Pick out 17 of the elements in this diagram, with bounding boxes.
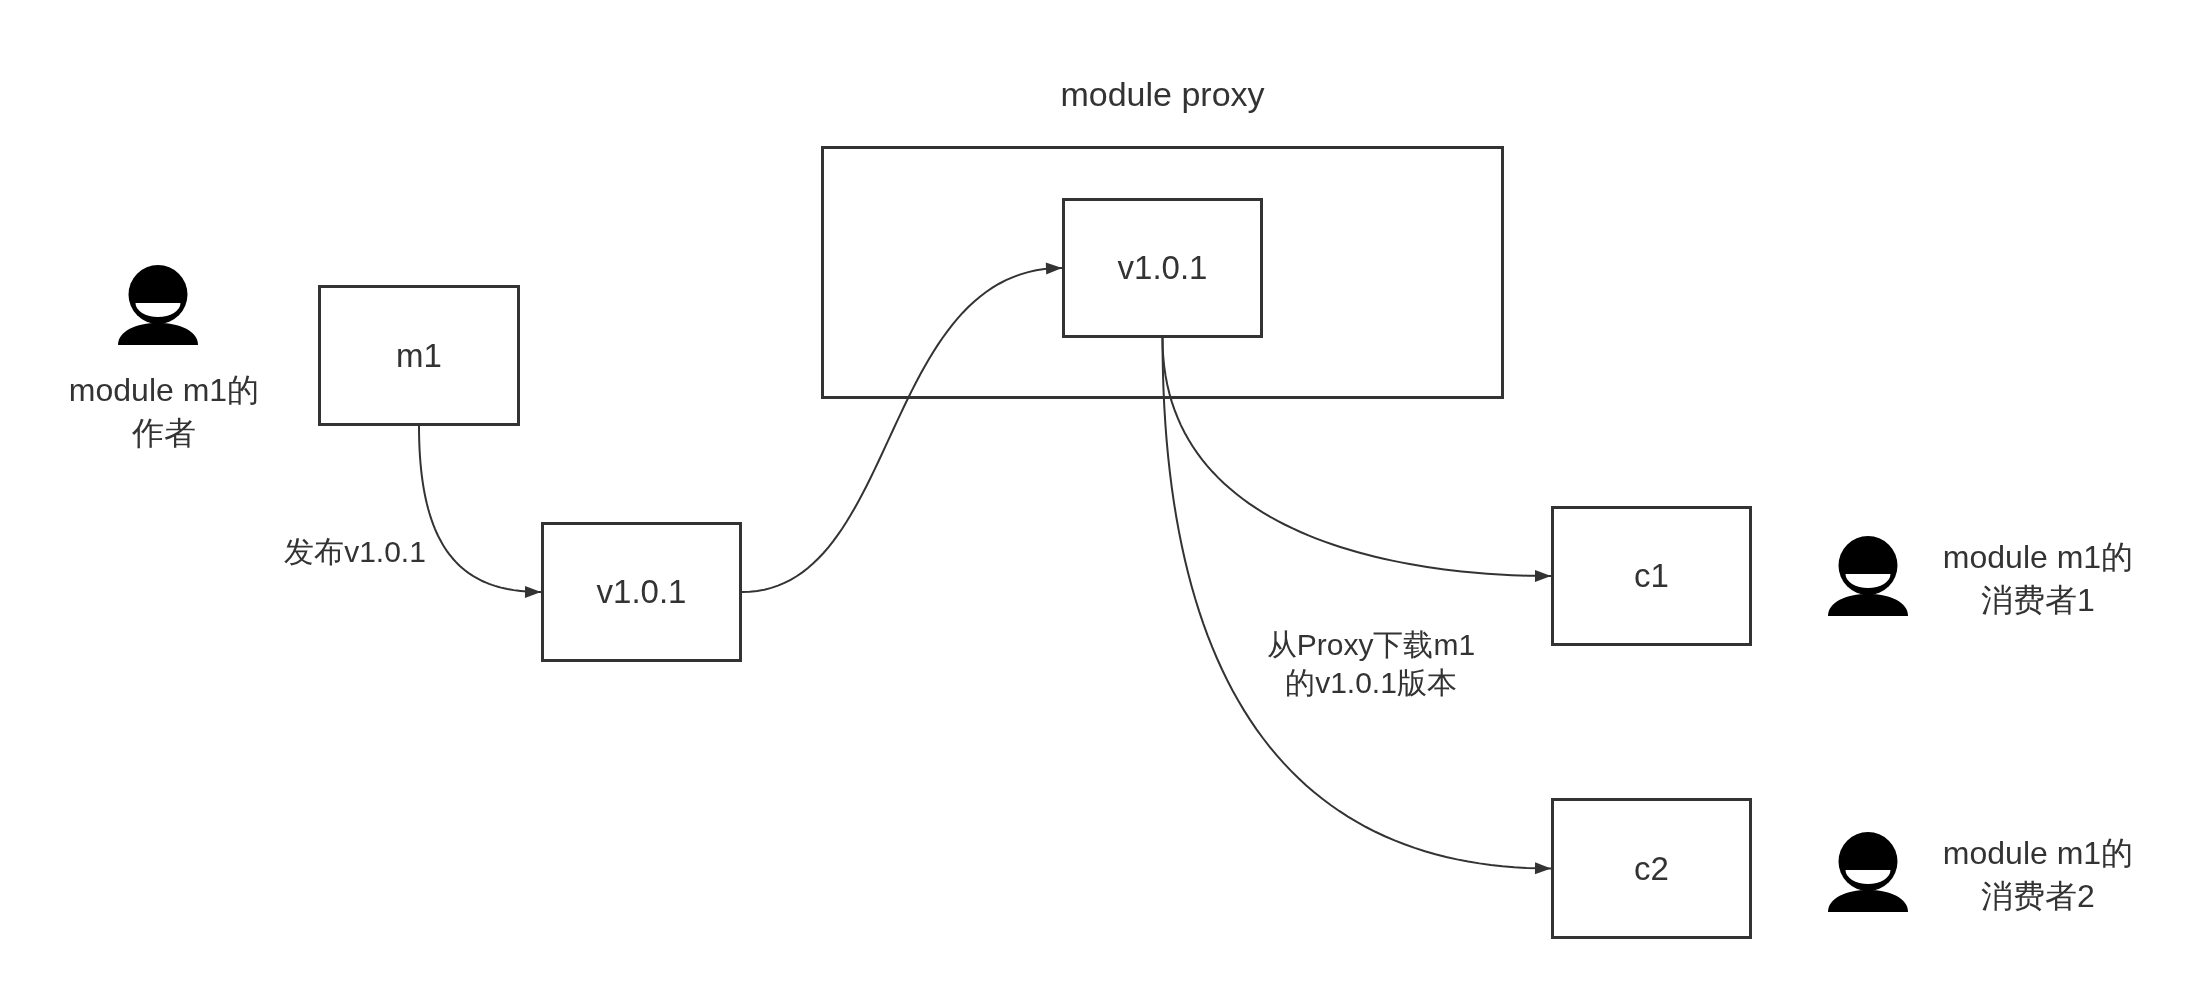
box-label: c2 (1634, 848, 1669, 889)
person-label: module m1的作者 (67, 371, 261, 454)
box-label: c1 (1634, 556, 1669, 596)
arrow (418, 425, 542, 598)
box-label: v1.0.1 (596, 572, 687, 612)
process-box (541, 522, 742, 662)
process-box (1551, 798, 1752, 939)
arrow (1161, 337, 1552, 875)
process-box (318, 285, 520, 426)
process-box (1551, 506, 1752, 646)
person-label: module m1的消费者1 (1941, 538, 2135, 621)
box-label: m1 (396, 335, 442, 376)
person-label: module m1的消费者2 (1941, 834, 2135, 917)
box-label: v1.0.1 (1117, 248, 1208, 288)
process-box (1062, 198, 1263, 338)
container-title: module proxy (1060, 74, 1265, 115)
arrow (741, 262, 1063, 593)
